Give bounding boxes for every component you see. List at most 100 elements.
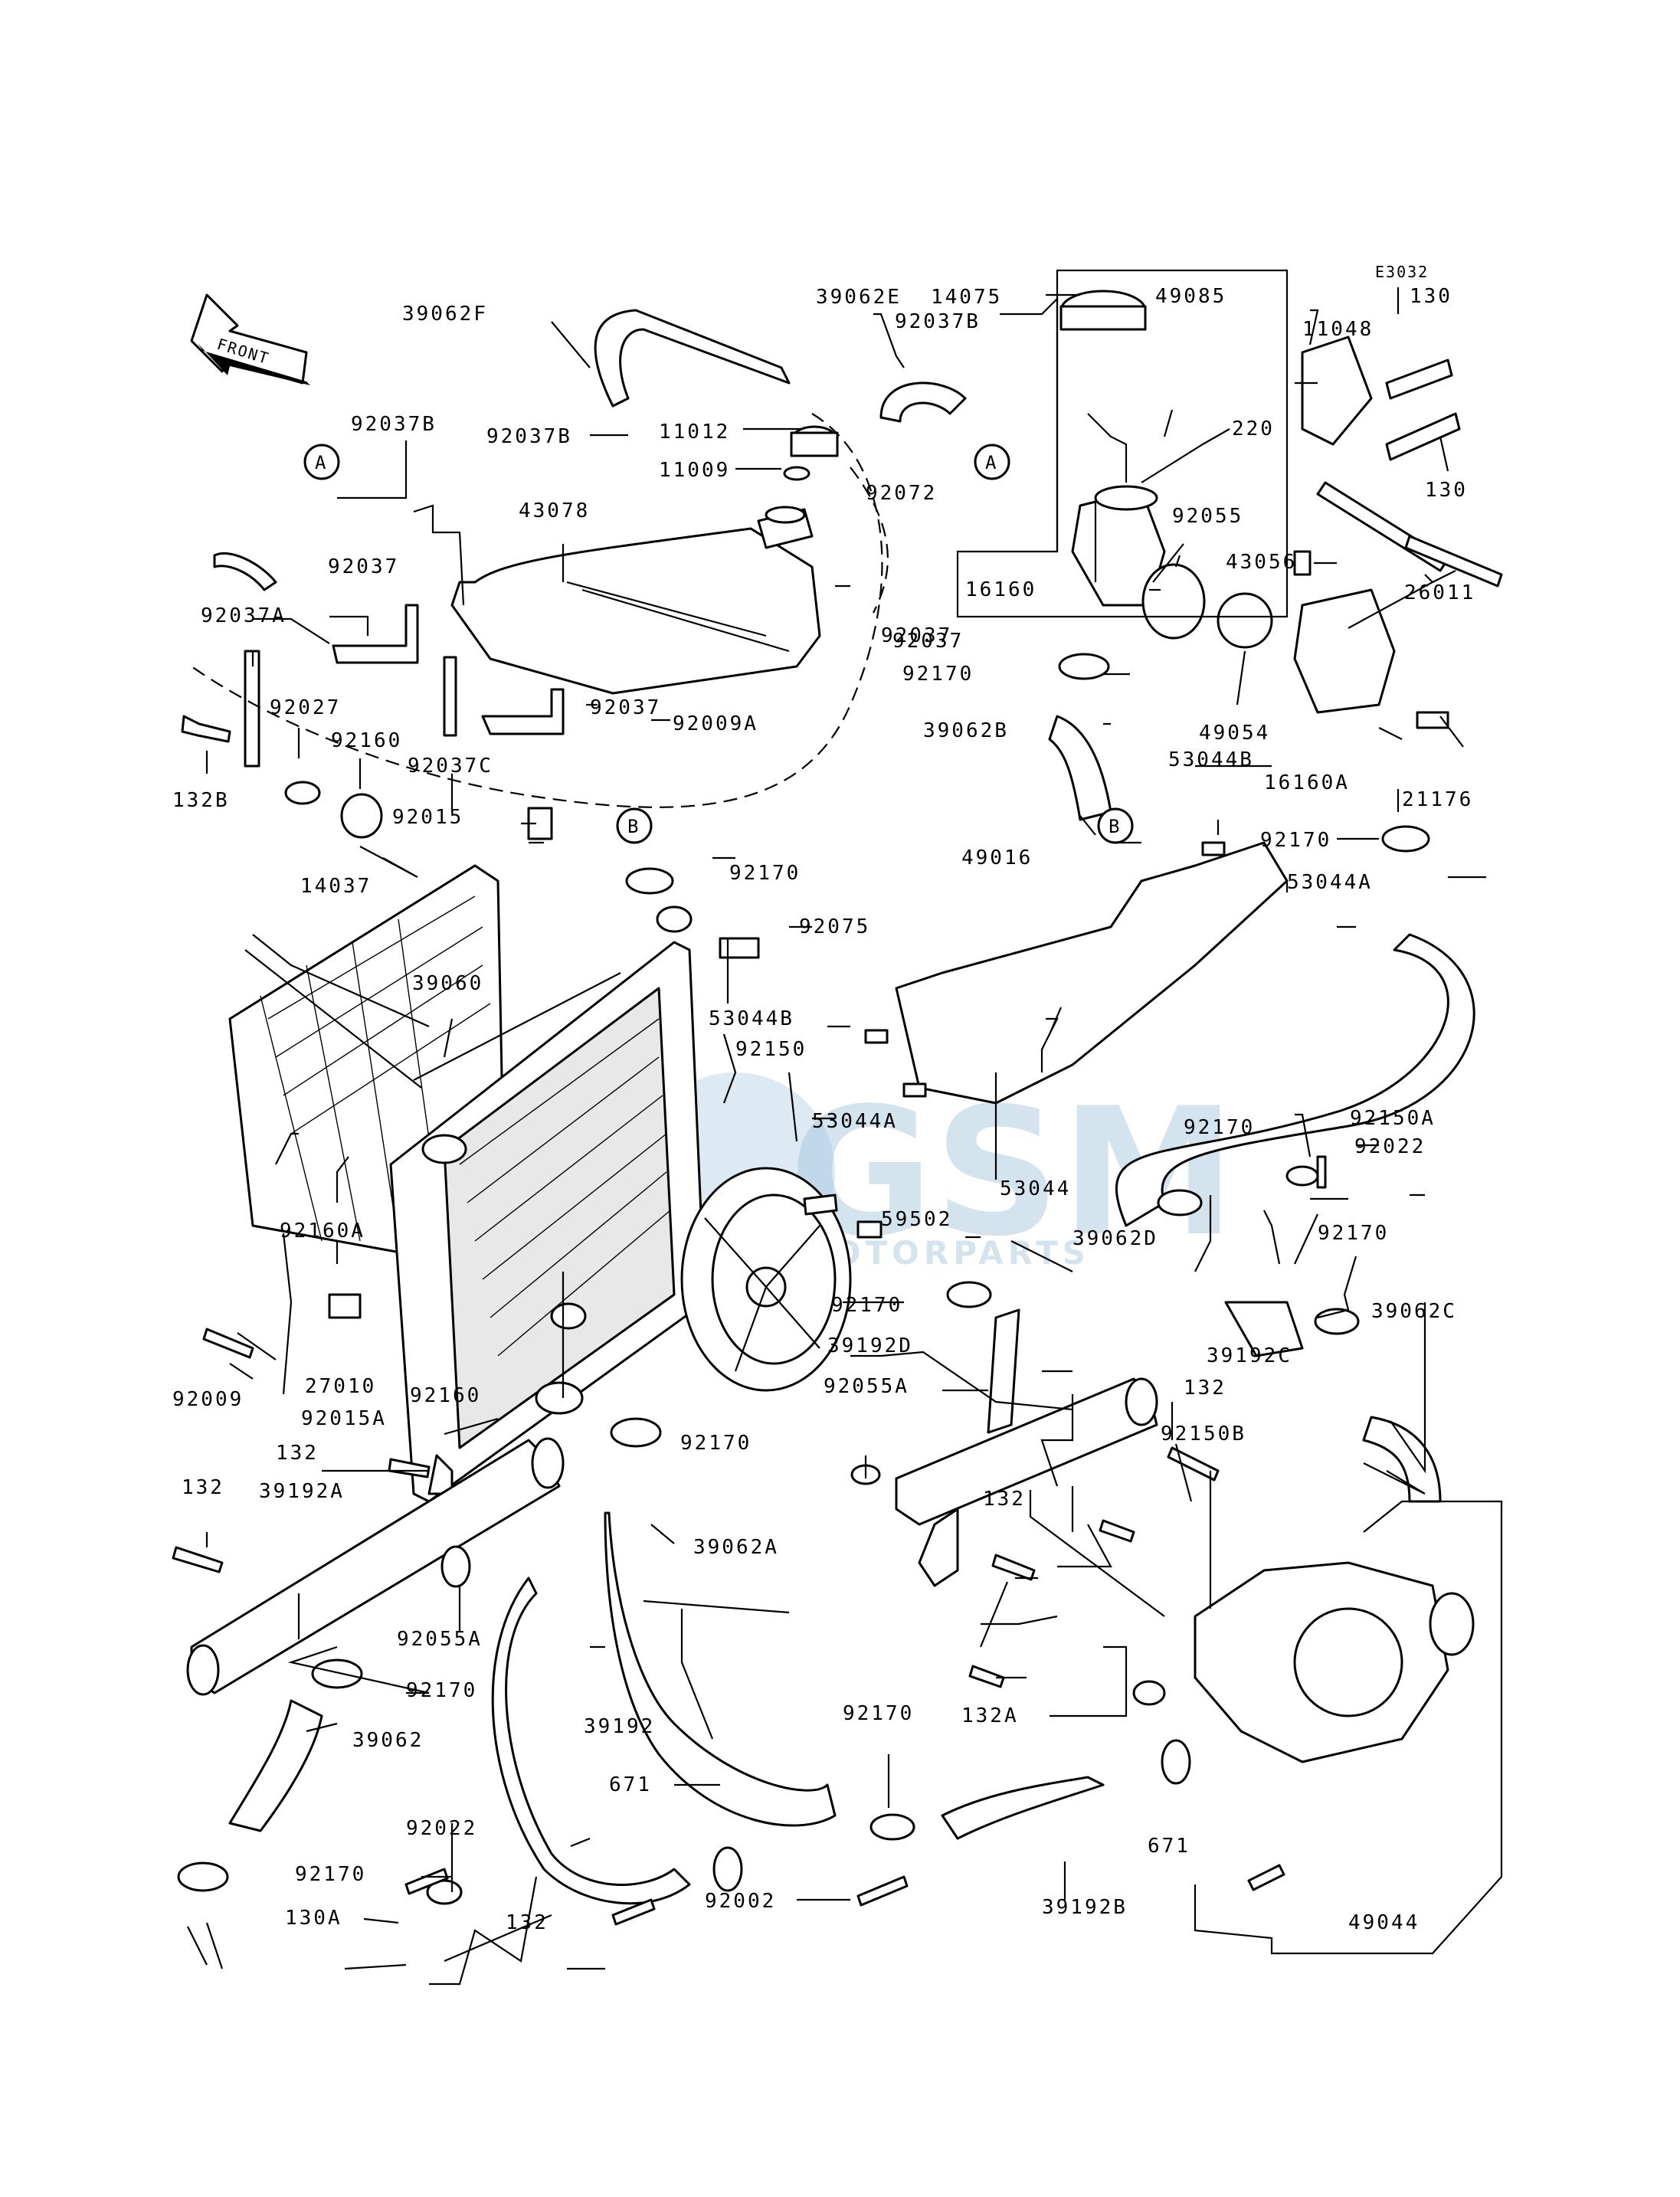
ref-circle-a-left: [303, 444, 340, 480]
diagram-code: E3032: [1375, 263, 1429, 281]
part-label: 92170: [295, 1863, 366, 1886]
part-label: 11009: [659, 459, 730, 482]
part-label: 11012: [659, 421, 730, 444]
part-label: 92170: [1260, 829, 1331, 852]
reference-markers: A A B B: [303, 444, 1134, 844]
part-label: 92015: [392, 806, 463, 829]
part-label: 59502: [881, 1208, 952, 1231]
part-label: 92170: [680, 1432, 752, 1455]
ref-circle-b-left: [616, 807, 653, 844]
part-label: 132: [1184, 1377, 1226, 1400]
part-label: 92075: [799, 915, 870, 938]
part-label: 39062: [352, 1729, 424, 1752]
part-label: 39192B: [1042, 1896, 1128, 1919]
part-label: 92160A: [280, 1220, 365, 1243]
part-label: 92002: [705, 1890, 776, 1913]
part-label: 92037: [590, 696, 661, 719]
part-label: 92170: [1318, 1222, 1389, 1245]
part-label: 27010: [305, 1375, 376, 1398]
part-label: 92170: [902, 663, 974, 686]
part-label: 92055A: [397, 1628, 483, 1651]
part-label: 49044: [1348, 1911, 1420, 1934]
part-label: 39062A: [693, 1536, 779, 1559]
part-label: 39192D: [827, 1334, 913, 1357]
part-label: 92009A: [673, 712, 758, 735]
part-label: 53044B: [1168, 748, 1254, 771]
ref-label: B: [627, 816, 638, 837]
part-label: 92160: [410, 1384, 481, 1407]
part-label: 92170: [1184, 1116, 1255, 1139]
part-label: 92150A: [1350, 1107, 1436, 1130]
part-label: 92037B: [351, 413, 437, 436]
part-label: 92170: [831, 1294, 902, 1317]
part-label: 92055: [1172, 505, 1243, 528]
part-label: 92022: [1354, 1135, 1426, 1158]
part-label: 26011: [1404, 581, 1475, 604]
part-label: 92037B: [486, 425, 572, 448]
part-label: 671: [1148, 1835, 1190, 1858]
part-label: 11048: [1302, 318, 1374, 341]
part-label: 92072: [866, 482, 937, 505]
part-label: 53044A: [812, 1110, 898, 1133]
front-arrow-icon: FRONT: [190, 293, 310, 385]
ref-circle-b-right: [1097, 807, 1134, 844]
part-label: 53044B: [709, 1007, 794, 1030]
ref-label: A: [315, 452, 326, 473]
part-drawings: [172, 290, 1503, 1926]
ref-circle-a-right: [974, 444, 1010, 480]
part-label: 92037C: [408, 755, 493, 778]
part-label: 130A: [285, 1907, 342, 1930]
part-label: 39062C: [1371, 1300, 1457, 1323]
part-label: 132: [182, 1476, 224, 1499]
part-label: 53044A: [1287, 871, 1373, 894]
part-label: 92037: [892, 630, 964, 653]
part-label: 92055A: [824, 1375, 909, 1398]
part-label: 671: [609, 1773, 652, 1796]
part-label: 53044: [1000, 1177, 1071, 1200]
ref-label: B: [1109, 816, 1119, 837]
part-label: 130: [1425, 479, 1468, 502]
part-label: 14037: [300, 875, 372, 898]
part-label: 92027: [270, 696, 341, 719]
part-label: 39062D: [1073, 1227, 1158, 1250]
part-label: 92037: [881, 624, 952, 647]
leader-lines: [187, 269, 1503, 1986]
part-label: 92160: [331, 729, 402, 752]
part-label: 132: [983, 1488, 1026, 1511]
part-label: 16160A: [1264, 771, 1350, 794]
part-label: 16160: [965, 578, 1036, 601]
part-label: 92037A: [201, 604, 287, 627]
part-labels: 39062F 92037B 92037B 11012 11009 43078 9…: [172, 285, 1475, 1934]
part-label: 132B: [172, 789, 230, 812]
part-label: 92022: [406, 1817, 477, 1840]
part-label: 49054: [1199, 722, 1270, 745]
part-label: 39192C: [1207, 1344, 1292, 1367]
part-label: 130: [1410, 285, 1452, 308]
part-label: 132: [506, 1911, 549, 1934]
part-label: 43056: [1226, 551, 1297, 574]
part-label: 92037: [328, 555, 399, 578]
part-label: 92170: [729, 862, 801, 885]
part-label: 39060: [412, 972, 483, 995]
part-label: 92150: [735, 1038, 807, 1061]
part-label: 39192A: [259, 1480, 345, 1503]
part-label: 92037B: [895, 310, 981, 333]
part-label: 14075: [931, 286, 1002, 309]
part-label: 132A: [961, 1704, 1019, 1727]
part-label: 39062B: [923, 719, 1009, 742]
part-label: 39062F: [402, 303, 488, 326]
part-label: 39192: [584, 1715, 655, 1738]
ref-label: A: [985, 452, 997, 473]
part-label: 92150B: [1161, 1423, 1246, 1446]
part-label: 49085: [1155, 285, 1226, 308]
part-label: 132: [276, 1442, 319, 1465]
part-label: 49016: [961, 846, 1033, 869]
part-label: 220: [1232, 417, 1275, 440]
part-label: 39062E: [816, 286, 902, 309]
part-label: 43078: [519, 499, 590, 522]
part-label: 92015A: [301, 1407, 387, 1430]
part-label: 21176: [1402, 788, 1473, 811]
part-label: 92170: [406, 1679, 477, 1702]
part-label: 92170: [843, 1702, 914, 1725]
